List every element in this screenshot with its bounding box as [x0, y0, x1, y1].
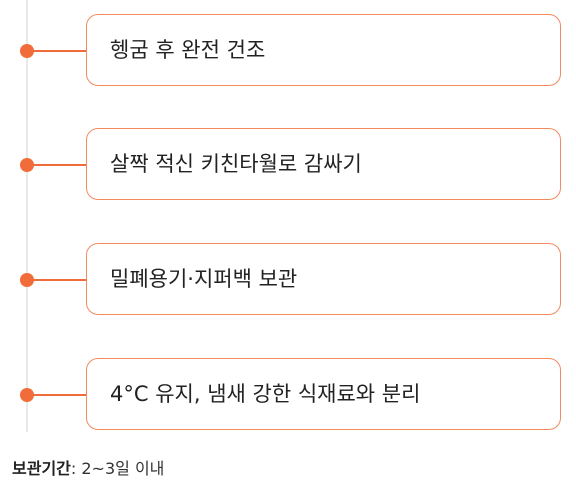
step-card: 밀폐용기·지퍼백 보관 [86, 243, 561, 315]
step-card: 4°C 유지, 냄새 강한 식재료와 분리 [86, 358, 561, 430]
step-item: 4°C 유지, 냄새 강한 식재료와 분리 [0, 358, 576, 432]
step-card: 헹굼 후 완전 건조 [86, 14, 561, 86]
step-item: 밀폐용기·지퍼백 보관 [0, 243, 576, 317]
storage-period: 보관기간: 2~3일 이내 [12, 459, 164, 478]
storage-period-separator: : [70, 459, 82, 478]
step-text: 헹굼 후 완전 건조 [110, 37, 266, 62]
timeline-connector [32, 394, 86, 396]
timeline-dot [20, 388, 34, 402]
step-item: 살짝 적신 키친타월로 감싸기 [0, 128, 576, 202]
timeline-dot [20, 44, 34, 58]
step-text: 4°C 유지, 냄새 강한 식재료와 분리 [110, 381, 421, 406]
timeline-dot [20, 273, 34, 287]
timeline-connector [32, 50, 86, 52]
timeline-line [26, 0, 28, 432]
storage-period-label: 보관기간 [12, 459, 71, 478]
step-text: 밀폐용기·지퍼백 보관 [110, 266, 298, 291]
step-text: 살짝 적신 키친타월로 감싸기 [110, 151, 362, 176]
timeline-connector [32, 164, 86, 166]
timeline-connector [32, 279, 86, 281]
step-card: 살짝 적신 키친타월로 감싸기 [86, 128, 561, 200]
storage-period-value: 2~3일 이내 [81, 459, 165, 478]
step-item: 헹굼 후 완전 건조 [0, 14, 576, 88]
timeline-dot [20, 158, 34, 172]
